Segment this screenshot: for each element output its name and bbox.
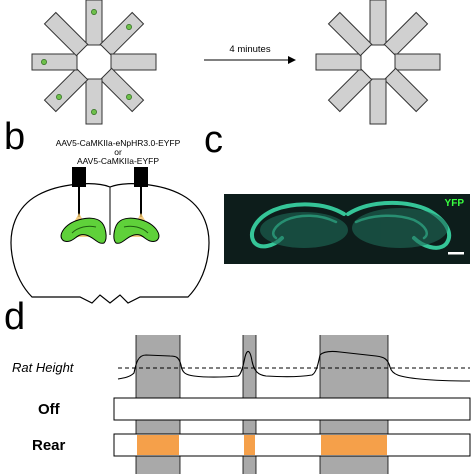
optic-fiber-right — [134, 167, 148, 187]
row-label-rear: Rear — [32, 437, 66, 454]
panel-letter-b: b — [4, 116, 26, 158]
hippocampus-right — [113, 217, 160, 244]
rear-laser-epochs — [137, 435, 387, 455]
optic-fiber-left — [72, 167, 86, 187]
arrow-label: 4 minutes — [229, 44, 270, 55]
panel-d-behavior-trace: Rat Height Off Rear — [12, 335, 471, 474]
maze-left — [31, 0, 157, 125]
panel-a-radial-maze-diagram: 4 minutes — [31, 0, 441, 125]
virus-label-2: AAV5-CaMKIIa-EYFP — [77, 156, 159, 166]
time-arrow — [204, 56, 296, 64]
rat-height-trace — [117, 350, 471, 382]
reward-dots — [41, 9, 132, 115]
panel-c-fluorescence-image: YFP — [224, 194, 470, 264]
row-label-off: Off — [38, 401, 61, 418]
virus-label-or: or — [114, 147, 122, 157]
brain-outline — [10, 183, 210, 304]
panel-b-brain-diagram: AAV5-CaMKIIa-eNpHR3.0-EYFP or AAV5-CaMKI… — [10, 138, 210, 304]
panel-letter-c: c — [204, 119, 223, 161]
virus-label-1: AAV5-CaMKIIa-eNpHR3.0-EYFP — [56, 138, 181, 148]
row-label-height: Rat Height — [12, 360, 75, 375]
scale-bar — [448, 252, 464, 255]
maze-right — [315, 0, 441, 125]
hippocampus-left — [60, 217, 107, 244]
off-row-track — [113, 397, 471, 421]
yfp-label: YFP — [445, 198, 465, 209]
panel-letter-d: d — [4, 296, 26, 338]
